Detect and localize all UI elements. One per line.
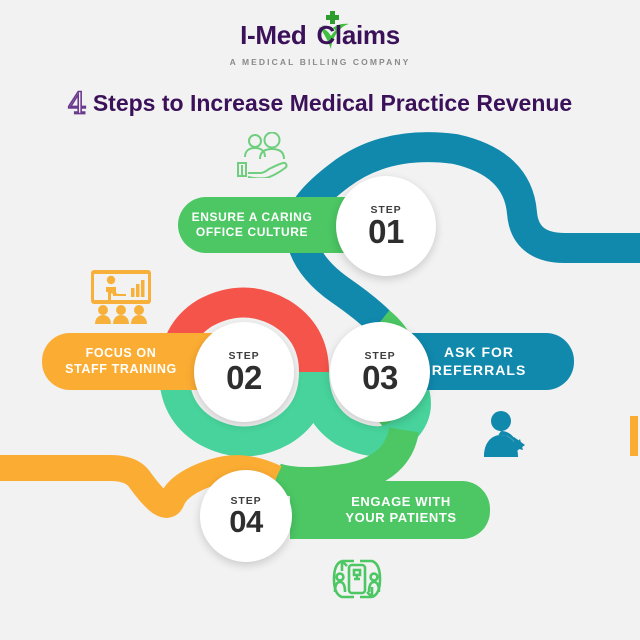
step-2-badge[interactable]: STEP 02 <box>194 322 294 422</box>
step-1-title-line2: OFFICE CULTURE <box>195 225 309 239</box>
step-1-badge[interactable]: STEP 01 <box>336 176 436 276</box>
step-1-title-line1: ENSURE A CARING <box>191 210 313 224</box>
step-2-label: STEP <box>228 349 260 362</box>
step-2-label-pill[interactable]: FOCUS ON STAFF TRAINING <box>42 333 222 390</box>
brand-logo-block: I-Med Claims A MEDICAL BILLING COMPANY <box>0 11 640 67</box>
training-presentation-icon <box>91 270 151 324</box>
brand-name-part1: I-Med <box>240 20 307 50</box>
ribbon-segment-teal <box>284 132 640 333</box>
step-3-label: STEP <box>364 349 396 362</box>
step-2-title-line2: STAFF TRAINING <box>65 361 177 376</box>
ribbon-segment-orange <box>0 455 282 518</box>
person-share-referral-icon <box>484 411 525 457</box>
step-4-label: STEP <box>230 494 262 507</box>
step-3-title-line1: ASK FOR <box>444 344 514 360</box>
step-4-number: 04 <box>229 503 263 539</box>
step-1-number: 01 <box>368 212 404 250</box>
step-4-title-line2: YOUR PATIENTS <box>345 510 457 525</box>
step-3-badge[interactable]: STEP 03 <box>330 322 430 422</box>
step-4-badge[interactable]: STEP 04 <box>200 470 292 562</box>
headline-number: 4 <box>67 86 88 123</box>
brand-logo: I-Med Claims <box>240 11 400 56</box>
brand-tagline: A MEDICAL BILLING COMPANY <box>229 57 411 67</box>
step-3-number: 03 <box>362 358 398 396</box>
step-1-label-pill[interactable]: ENSURE A CARING OFFICE CULTURE <box>178 197 350 253</box>
medical-cross-swoosh-icon <box>319 11 350 49</box>
patient-engagement-phone-icon <box>332 559 382 599</box>
brand-name: I-Med Claims <box>240 20 400 50</box>
step-1-label: STEP <box>370 203 402 216</box>
step-4-label-pill[interactable]: ENGAGE WITH YOUR PATIENTS <box>290 481 490 539</box>
headline-text: Steps to Increase Medical Practice Reven… <box>92 90 573 116</box>
step-4-title-line1: ENGAGE WITH <box>351 493 451 509</box>
step-3-title-line2: REFERRALS <box>431 361 527 378</box>
hand-holding-people-icon <box>237 132 288 178</box>
brand-name-part2: Claims <box>316 20 400 50</box>
step-2-title-line1: FOCUS ON <box>85 345 157 360</box>
step-2-number: 02 <box>226 358 262 396</box>
